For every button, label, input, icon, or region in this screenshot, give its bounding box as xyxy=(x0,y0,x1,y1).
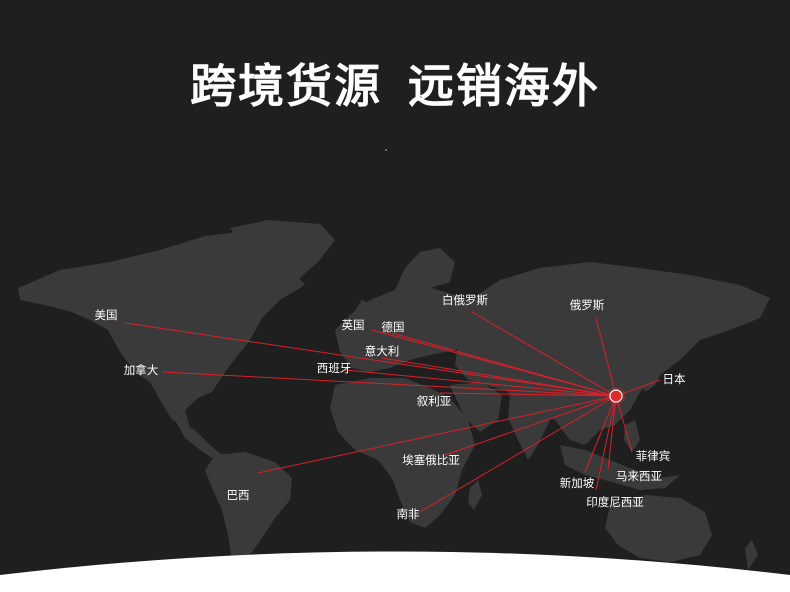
label-syria: 叙利亚 xyxy=(416,394,452,408)
label-spain: 西班牙 xyxy=(316,361,352,375)
label-japan: 日本 xyxy=(662,372,686,386)
continent-scandinavia xyxy=(395,248,455,290)
continent-southeast-asia xyxy=(560,445,680,490)
continent-india xyxy=(508,395,550,460)
label-uk: 英国 xyxy=(341,318,365,332)
label-singapore: 新加坡 xyxy=(559,476,595,490)
label-indonesia: 印度尼西亚 xyxy=(586,495,644,509)
label-germany: 德国 xyxy=(381,320,405,334)
label-canada: 加拿大 xyxy=(123,363,159,377)
route-line-malaysia xyxy=(607,395,617,471)
hub-marker xyxy=(609,389,623,403)
continent-greenland xyxy=(230,220,335,280)
continent-africa xyxy=(330,378,475,528)
route-line-spain xyxy=(344,369,617,397)
title-part-1: 跨境货源 xyxy=(190,59,382,113)
continent-central-america xyxy=(175,420,222,460)
star-dot xyxy=(385,149,387,151)
route-line-canada xyxy=(162,371,617,397)
label-belarus: 白俄罗斯 xyxy=(442,293,488,307)
continent-madagascar xyxy=(468,480,482,510)
label-malaysia: 马来西亚 xyxy=(616,469,662,483)
continent-british-isles xyxy=(352,300,372,328)
route-line-philippines xyxy=(615,395,633,453)
label-ethiopia: 埃塞俄比亚 xyxy=(402,453,460,467)
continent-north-america xyxy=(18,232,305,428)
route-line-usa xyxy=(124,322,617,397)
route-lines xyxy=(124,311,661,513)
label-italy: 意大利 xyxy=(364,344,400,358)
label-philippines: 菲律宾 xyxy=(635,449,671,463)
route-line-russia xyxy=(595,317,617,397)
route-line-italy xyxy=(381,357,617,397)
page-title: 跨境货源远销海外 xyxy=(0,50,790,116)
label-russia: 俄罗斯 xyxy=(569,298,605,312)
route-line-brazil xyxy=(257,395,617,474)
route-line-south-africa xyxy=(419,395,617,513)
continent-australia xyxy=(605,495,712,562)
route-line-japan xyxy=(615,379,661,397)
label-usa: 美国 xyxy=(94,308,118,322)
label-brazil: 巴西 xyxy=(226,488,250,502)
continent-south-america xyxy=(205,452,292,575)
continent-philippines xyxy=(624,420,640,452)
route-line-singapore xyxy=(584,395,617,473)
title-part-2: 远销海外 xyxy=(408,59,600,113)
route-line-indonesia xyxy=(595,395,617,491)
label-south-africa: 南非 xyxy=(396,507,420,521)
bottom-panel-shape xyxy=(0,551,790,592)
route-line-syria xyxy=(439,392,617,397)
route-line-germany xyxy=(391,332,617,397)
continent-new-zealand xyxy=(745,540,758,570)
route-line-ethiopia xyxy=(444,395,617,456)
route-line-belarus xyxy=(471,311,617,397)
continent-arabia xyxy=(450,382,502,432)
continent-japan xyxy=(642,345,665,392)
